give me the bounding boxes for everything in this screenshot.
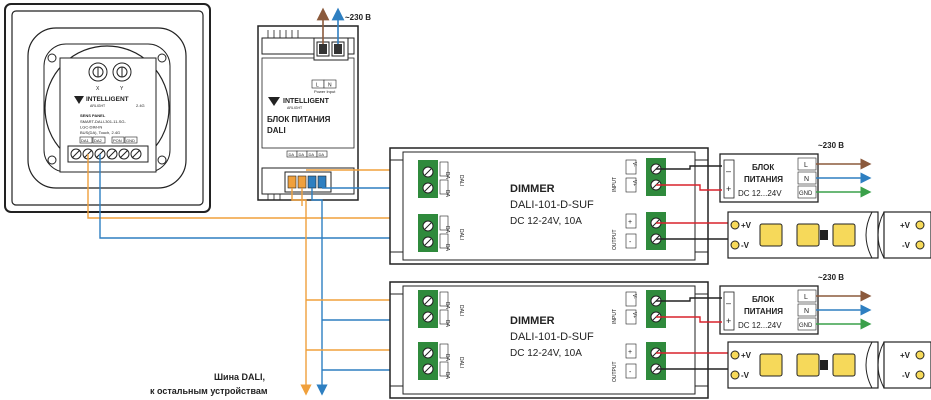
strip2-minus: -V: [741, 371, 750, 380]
led-psu1-spec: DC 12...24V: [738, 189, 782, 198]
dimmer2-da-b: DA: [444, 320, 450, 328]
dimmer1-spec: DC 12-24V, 10A: [510, 216, 582, 227]
dimmer2-dali-label-top: DALI: [458, 305, 464, 316]
dimmer1-output-label: OUTPUT: [612, 229, 618, 250]
dial-y-label: Y: [120, 86, 124, 92]
panel-term-da1: DA1: [81, 138, 90, 143]
dial-x-icon: [88, 62, 108, 82]
led-psu2-title2: ПИТАНИЯ: [744, 307, 783, 316]
led-strip-1: +V -V +V -V: [727, 211, 931, 259]
dimmer2-da-a: DA: [444, 302, 450, 310]
bus-label-1: Шина DALI,: [214, 372, 265, 382]
led-psu1-plus: +: [726, 184, 731, 194]
psu-term-da-3: DA: [309, 152, 315, 157]
dimmer2-dali-label-bot: DALI: [458, 357, 464, 368]
mains-label-psu: ~230 В: [345, 13, 371, 22]
intelligent-logo-icon: [268, 97, 280, 106]
dimmer2-out-minus: -: [629, 369, 632, 376]
dimmer2-output-label: OUTPUT: [612, 361, 618, 382]
dimmer1-model: DALI-101-D-SUF: [510, 199, 594, 211]
dimmer1-input-label: INPUT: [612, 177, 618, 192]
led-strip-2: +V -V +V -V: [727, 341, 931, 389]
panel-term-pon: PON: [113, 138, 122, 143]
mains-label-psu1: ~230 В: [818, 141, 844, 150]
panel-term-da2: DA2: [94, 138, 103, 143]
dimmer1-da-b: DA: [444, 190, 450, 198]
mains-label-psu2: ~230 В: [818, 273, 844, 282]
led-psu2-minus: –: [726, 298, 731, 308]
dimmer1-in-vminus: V-: [631, 162, 637, 167]
dimmer1-out-plus: +: [628, 219, 632, 226]
dimmer2-in-vplus: V+: [631, 312, 637, 318]
psu-term-da-1: DA: [289, 152, 295, 157]
panel-spec: BUS(DA), Touch, 2.4G: [80, 130, 120, 135]
led-psu2-title: БЛОК: [752, 295, 774, 304]
led-psu1-minus: –: [726, 166, 731, 176]
dimmer2-input-label: INPUT: [612, 309, 618, 324]
strip1b-minus: -V: [902, 241, 911, 250]
led-psu2-term-n: N: [804, 308, 809, 315]
panel-dial-unit: 2.4G: [136, 103, 145, 108]
dali-bus-wiring: [87, 154, 426, 396]
strip1-plus: +V: [741, 221, 752, 230]
dali-power-supply: L N Power Input INTELLIGENT ARLIGHT БЛОК…: [257, 25, 359, 201]
panel-term-gnd: GND: [126, 138, 135, 143]
dimmer2-model: DALI-101-D-SUF: [510, 331, 594, 343]
dimmer1-in-vplus: V+: [631, 180, 637, 186]
led-psu2-term-gnd: GND: [799, 323, 813, 329]
dimmer2-da-d: DA: [444, 372, 450, 380]
mains-wires: [816, 158, 872, 330]
dimmer1-da-a: DA: [444, 172, 450, 180]
dimmer1-title: DIMMER: [510, 183, 555, 195]
psu-subtitle: DALI: [267, 126, 286, 135]
led-psu1-term-gnd: GND: [799, 191, 813, 197]
led-psu-2: – + БЛОК ПИТАНИЯ DC 12...24V L N GND: [719, 285, 819, 335]
dial-x-label: X: [96, 86, 100, 92]
strip1b-plus: +V: [900, 221, 911, 230]
strip2b-plus: +V: [900, 351, 911, 360]
dimmer-1: DA DA DALI DA DA DALI DIMMER DALI-101-D-…: [389, 147, 709, 265]
intelligent-logo-icon: [74, 96, 84, 104]
strip2-plus: +V: [741, 351, 752, 360]
dimmer1-dali-label-top: DALI: [458, 175, 464, 186]
strip2b-minus: -V: [902, 371, 911, 380]
psu-title: БЛОК ПИТАНИЯ: [267, 115, 331, 124]
led-psu1-term-l: L: [804, 162, 808, 169]
psu-term-da-2: DA: [299, 152, 305, 157]
led-psu2-spec: DC 12...24V: [738, 321, 782, 330]
led-psu1-term-n: N: [804, 176, 809, 183]
led-psu-1: – + БЛОК ПИТАНИЯ DC 12...24V L N GND: [719, 153, 819, 203]
led-psu2-term-l: L: [804, 294, 808, 301]
panel-model: SMART-DALI-301-11-SG-: [80, 119, 127, 124]
panel-brand: INTELLIGENT: [86, 96, 129, 103]
dimmer2-title: DIMMER: [510, 315, 555, 327]
dimmer1-out-minus: -: [629, 239, 632, 246]
psu-brand-sub: ARLIGHT: [287, 106, 303, 110]
dimmer2-spec: DC 12-24V, 10A: [510, 348, 582, 359]
strip1-minus: -V: [741, 241, 750, 250]
psu-term-da-4: DA: [319, 152, 325, 157]
psu-power-input: Power Input: [314, 89, 336, 94]
psu-brand: INTELLIGENT: [283, 98, 330, 105]
dimmer2-da-c: DA: [444, 354, 450, 362]
psu-term-n: N: [328, 83, 332, 89]
dimmer1-da-c: DA: [444, 226, 450, 234]
panel-model2: LGC-DIM-IN: [80, 125, 102, 130]
dimmer1-da-d: DA: [444, 244, 450, 252]
dial-y-icon: [112, 62, 132, 82]
panel-name: SENS PANEL: [80, 113, 106, 118]
dimmer2-in-vminus: V-: [631, 294, 637, 299]
dimmer2-out-plus: +: [628, 349, 632, 356]
led-psu1-title2: ПИТАНИЯ: [744, 175, 783, 184]
dimmer-2: DA DA DALI DA DA DALI DIMMER DALI-101-D-…: [389, 281, 709, 399]
psu-term-l: L: [316, 83, 319, 89]
panel-brand-sub: ARLIGHT: [90, 104, 106, 108]
led-psu1-title: БЛОК: [752, 163, 774, 172]
led-psu2-plus: +: [726, 316, 731, 326]
bus-label-2: к остальным устройствам: [150, 386, 268, 396]
sens-panel: X Y INTELLIGENT ARLIGHT 2.4G SENS PANEL …: [4, 3, 211, 213]
dimmer1-dali-label-bot: DALI: [458, 229, 464, 240]
